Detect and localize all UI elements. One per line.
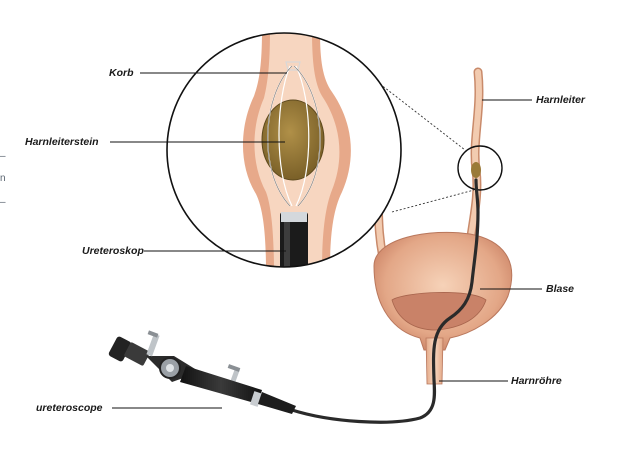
leader-lines (110, 72, 542, 409)
cropped-text-1: – (0, 151, 6, 162)
label-harnroehre: Harnröhre (511, 375, 562, 387)
magnifier-circle-small (457, 145, 503, 191)
bladder (373, 231, 513, 385)
zoom-connector-bottom (391, 189, 475, 213)
magnified-view (166, 32, 402, 268)
magnifier-circle-large (166, 32, 402, 268)
zoom-connector-top (379, 83, 466, 151)
scope-shaft (290, 178, 480, 424)
small-stone (471, 162, 481, 178)
label-korb: Korb (109, 67, 134, 79)
cropped-text-2: n (0, 173, 6, 184)
label-ureteroskop: Ureteroskop (82, 245, 144, 257)
label-ureteroscope: ureteroscope (36, 402, 103, 414)
label-harnleiter: Harnleiter (536, 94, 586, 106)
label-blase: Blase (546, 283, 575, 295)
cropped-text-3: – (0, 197, 6, 208)
ureteroscope-device (108, 330, 296, 414)
label-harnleiterstein: Harnleiterstein (25, 136, 99, 148)
